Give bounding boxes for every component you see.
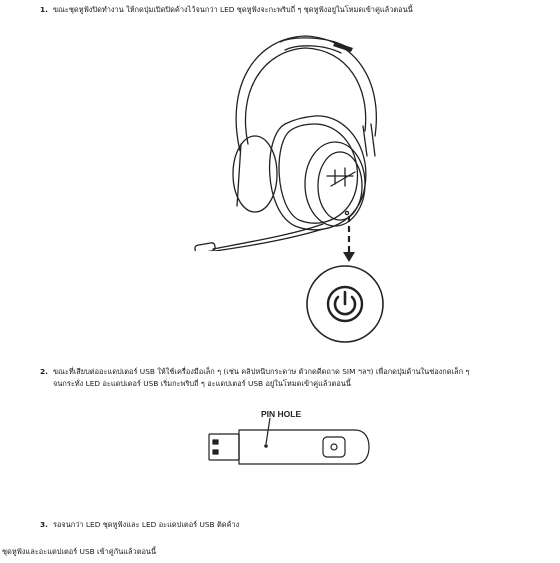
step-3-number: 3.	[40, 520, 48, 529]
step-2-text-line-1: ขณะที่เสียบต่ออะแดปเตอร์ USB ให้ใช้เครื่…	[53, 367, 470, 376]
pairing-complete-note: ชุดหูฟังและอะแดปเตอร์ USB เข้าคู่กันแล้ว…	[2, 547, 157, 556]
step-2-number: 2.	[40, 367, 48, 376]
arrow-down-icon	[343, 216, 355, 262]
pin-hole-label: PIN HOLE	[261, 409, 301, 419]
step-2-text-line-2: จนกระทั่ง LED อะแดปเตอร์ USB เริ่มกะพริบ…	[53, 379, 351, 388]
headset-illustration	[194, 35, 377, 251]
step-3-text: รอจนกว่า LED ชุดหูฟังและ LED อะแดปเตอร์ …	[53, 520, 240, 529]
power-icon	[333, 290, 357, 316]
usb-adapter-illustration: PIN HOLE	[208, 409, 370, 465]
power-button-illustration	[306, 265, 384, 343]
step-1-number: 1.	[40, 5, 48, 14]
step-1-text: ขณะชุดหูฟังปิดทำงาน ให้กดปุ่มเปิดปิดค้าง…	[53, 5, 413, 14]
